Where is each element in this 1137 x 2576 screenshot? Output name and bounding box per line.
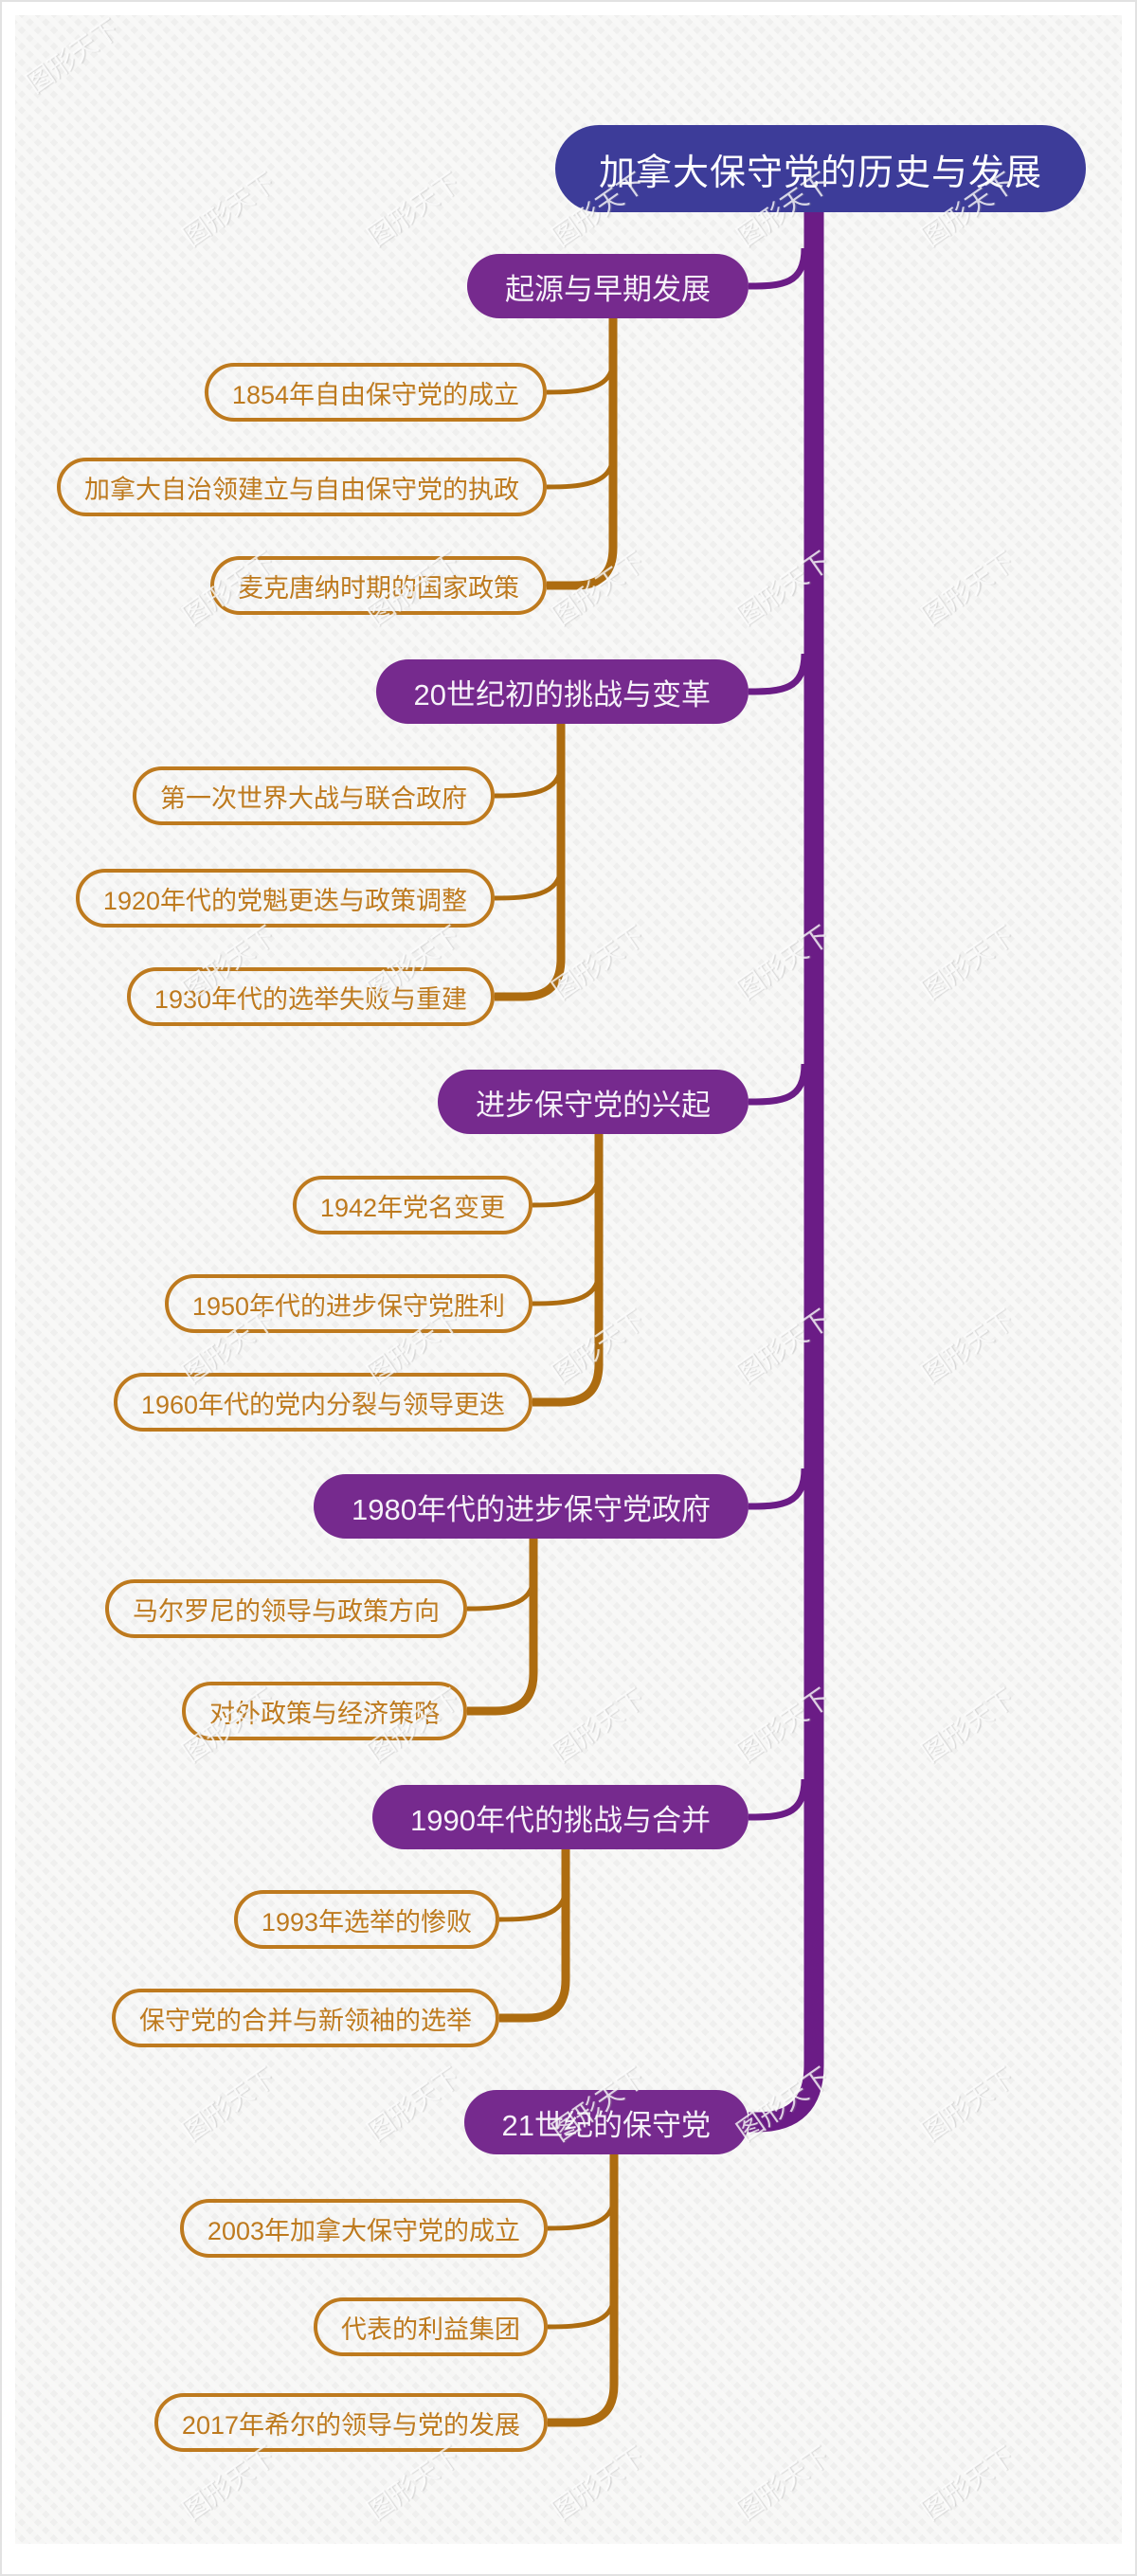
branch-node-5[interactable]: 1990年代的挑战与合并 xyxy=(372,1785,749,1849)
sub-connector-3-1 xyxy=(532,1172,602,1208)
group-trunk-3 xyxy=(532,1134,604,1407)
branch-connector-5 xyxy=(748,1778,808,1821)
sub-connector-4-1 xyxy=(466,1576,536,1612)
subtopic-2-1[interactable]: 第一次世界大战与联合政府 xyxy=(133,766,495,825)
sub-connector-6-1 xyxy=(547,2195,617,2231)
subtopic-2-2[interactable]: 1920年代的党魁更迭与政策调整 xyxy=(75,869,495,928)
branch-connector-2 xyxy=(748,653,808,695)
subtopic-1-2[interactable]: 加拿大自治领建立与自由保守党的执政 xyxy=(57,458,547,516)
spine-line xyxy=(749,210,824,2133)
subtopic-5-1[interactable]: 1993年选举的惨败 xyxy=(233,1890,499,1949)
subtopic-4-2[interactable]: 对外政策与经济策略 xyxy=(182,1682,467,1740)
branch-node-6[interactable]: 21世纪的保守党 xyxy=(463,2090,749,2154)
branch-node-2[interactable]: 20世纪初的挑战与变革 xyxy=(375,659,749,724)
subtopic-1-1[interactable]: 1854年自由保守党的成立 xyxy=(204,363,547,422)
subtopic-6-1[interactable]: 2003年加拿大保守党的成立 xyxy=(179,2199,548,2258)
root-node[interactable]: 加拿大保守党的历史与发展 xyxy=(554,125,1086,212)
sub-connector-2-1 xyxy=(494,763,564,799)
branch-node-3[interactable]: 进步保守党的兴起 xyxy=(438,1070,749,1134)
branch-connector-1 xyxy=(748,247,808,290)
subtopic-3-1[interactable]: 1942年党名变更 xyxy=(292,1176,532,1234)
subtopic-3-3[interactable]: 1960年代的党内分裂与领导更迭 xyxy=(113,1373,532,1432)
subtopic-5-2[interactable]: 保守党的合并与新领袖的选举 xyxy=(112,1989,499,2047)
branch-node-1[interactable]: 起源与早期发展 xyxy=(467,254,749,318)
sub-connector-1-1 xyxy=(546,359,616,395)
subtopic-6-3[interactable]: 2017年希尔的领导与党的发展 xyxy=(153,2393,548,2452)
subtopic-6-2[interactable]: 代表的利益集团 xyxy=(314,2297,548,2356)
branch-connector-3 xyxy=(748,1063,808,1106)
subtopic-3-2[interactable]: 1950年代的进步保守党胜利 xyxy=(164,1274,532,1333)
sub-connector-3-2 xyxy=(532,1270,602,1306)
group-trunk-2 xyxy=(495,724,566,1001)
group-trunk-6 xyxy=(548,2154,619,2427)
sub-connector-2-2 xyxy=(494,865,564,901)
sub-connector-6-2 xyxy=(547,2294,617,2330)
sub-connector-1-2 xyxy=(546,454,616,490)
branch-node-4[interactable]: 1980年代的进步保守党政府 xyxy=(314,1474,749,1539)
subtopic-2-3[interactable]: 1930年代的选举失败与重建 xyxy=(126,967,495,1026)
group-trunk-5 xyxy=(499,1849,570,2023)
subtopic-4-1[interactable]: 马尔罗尼的领导与政策方向 xyxy=(105,1579,467,1638)
branch-connector-4 xyxy=(748,1468,808,1510)
group-trunk-1 xyxy=(547,318,618,590)
group-trunk-4 xyxy=(467,1539,538,1716)
background-texture xyxy=(15,15,1122,2544)
sub-connector-5-1 xyxy=(498,1886,568,1922)
subtopic-1-3[interactable]: 麦克唐纳时期的国家政策 xyxy=(210,556,547,615)
